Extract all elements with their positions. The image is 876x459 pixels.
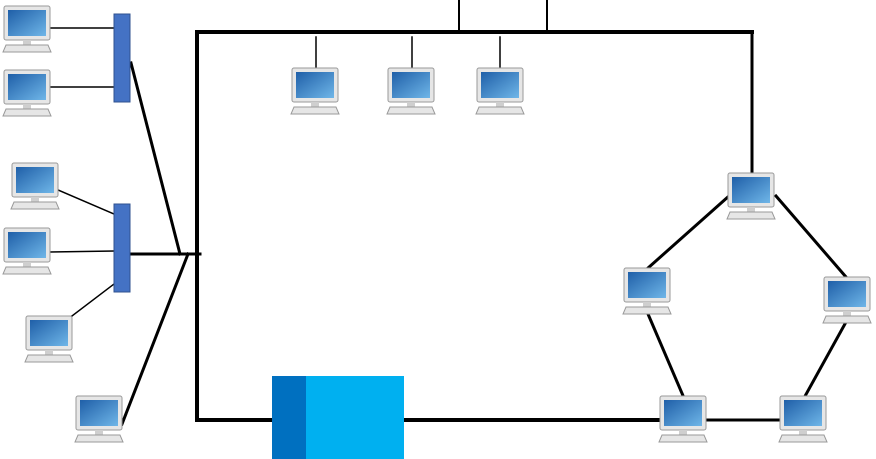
computer-icon [2,69,52,117]
computer-icon [386,67,436,115]
pc-ring-left [622,267,672,315]
keyboard [24,354,74,363]
pc-ring-top [726,172,776,220]
pc-left-4 [2,227,52,275]
screen [16,167,54,193]
monitor-stand [407,102,415,107]
link-22 [801,319,849,401]
pc-top-1 [290,67,340,115]
hub-lower [113,203,131,293]
link-20 [773,193,849,280]
computer-icon [74,395,124,443]
keyboard [778,434,828,443]
keyboard [622,306,672,315]
computer-icon [290,67,340,115]
monitor-stand [679,430,687,435]
pc-left-5 [24,315,74,363]
pc-ring-bottom-left [658,395,708,443]
keyboard [822,315,872,324]
screen [481,72,519,98]
computer-icon [10,162,60,210]
computer-icon [726,172,776,220]
pc-top-2 [386,67,436,115]
screen [732,177,770,203]
keyboard [386,106,436,115]
screen [392,72,430,98]
keyboard [726,211,776,220]
screen [30,320,68,346]
monitor-stand [95,430,103,435]
monitor-stand [843,311,851,316]
screen [80,400,118,426]
screen [296,72,334,98]
device-side [272,376,306,459]
screen [664,400,702,426]
keyboard [658,434,708,443]
link-15 [70,282,116,318]
pc-left-1 [2,5,52,53]
screen [8,10,46,36]
computer-icon [2,5,52,53]
pc-top-3 [475,67,525,115]
pc-left-3 [10,162,60,210]
keyboard [10,201,60,210]
pc-ring-bottom-right [778,395,828,443]
link-19 [645,193,732,271]
computer-icon [622,267,672,315]
computer-icon [475,67,525,115]
computer-icon [2,227,52,275]
keyboard [2,266,52,275]
monitor-stand [747,207,755,212]
monitor-stand [496,102,504,107]
keyboard [2,108,52,117]
monitor-stand [23,40,31,45]
connections [49,0,849,426]
link-13 [57,189,115,215]
monitor-stand [31,197,39,202]
screen [8,74,46,100]
monitor-stand [45,350,53,355]
monitor-stand [23,262,31,267]
screen [828,281,866,307]
computer-icon [658,395,708,443]
hub-upper [113,13,131,103]
pc-left-6 [74,395,124,443]
link-14 [49,250,115,253]
keyboard [2,44,52,53]
monitor-stand [643,302,651,307]
screen [784,400,822,426]
central-device-group [272,376,404,459]
monitor-stand [23,104,31,109]
screen [8,232,46,258]
screen [628,272,666,298]
keyboard [74,434,124,443]
monitor-stand [311,102,319,107]
hubs [113,13,131,293]
pc-ring-right [822,276,872,324]
link-21 [646,312,686,400]
keyboard [290,106,340,115]
link-16 [129,61,182,256]
computer-icon [778,395,828,443]
computer-icon [24,315,74,363]
central-device [272,376,404,459]
keyboard [475,106,525,115]
computers [2,5,872,443]
link-18 [120,252,190,426]
computer-icon [822,276,872,324]
pc-left-2 [2,69,52,117]
monitor-stand [799,430,807,435]
